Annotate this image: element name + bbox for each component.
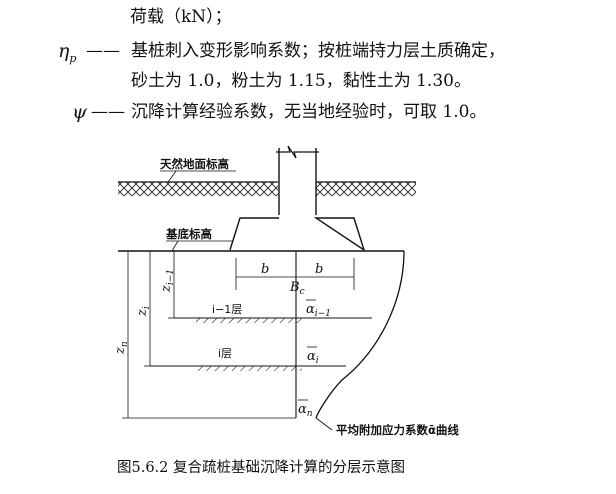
ground-elevation-label: 天然地面标高: [160, 157, 229, 171]
psi-definition: 沉降计算经验系数，无当地经验时，可取 1.0。: [131, 102, 487, 122]
pile-cap: [229, 217, 366, 252]
layer-i-minus-1-label: i−1层: [212, 303, 242, 316]
depth-z-i-minus-1: zi−1: [159, 269, 176, 293]
alpha-i: αi: [307, 349, 319, 366]
figure-caption: 图5.6.2 复合疏桩基础沉降计算的分层示意图: [117, 460, 406, 476]
psi-dash: ——: [91, 102, 125, 122]
alpha-i-minus-1: αi−1: [306, 302, 331, 319]
ground-soil-hatch: [118, 181, 416, 196]
base-elevation-label: 基底标高: [165, 227, 212, 241]
dim-Bc: Bc: [289, 280, 305, 297]
depth-z-n: zn: [113, 341, 130, 355]
eta-dash: ——: [86, 41, 120, 61]
column: [276, 145, 319, 215]
dim-b-left: b: [261, 262, 269, 277]
eta-symbol: ηp: [58, 40, 77, 65]
dim-b-right: b: [315, 262, 323, 277]
psi-symbol: ψ: [72, 101, 87, 123]
layer-i-label: i层: [218, 347, 232, 360]
load-unit-line: 荷载（kN）；: [130, 7, 232, 27]
eta-definition: 基桩刺入变形影响系数；按桩端持力层土质确定，: [131, 41, 505, 61]
stress-coefficient-curve: [315, 250, 405, 419]
depth-dimensions: [122, 251, 296, 419]
eta-values: 砂土为 1.0，粉土为 1.15，黏性土为 1.30。: [131, 71, 471, 91]
curve-label: 平均附加应力系数ᾱ曲线: [336, 423, 459, 437]
depth-z-i: zi: [135, 306, 152, 317]
alpha-n: αn: [298, 402, 313, 419]
